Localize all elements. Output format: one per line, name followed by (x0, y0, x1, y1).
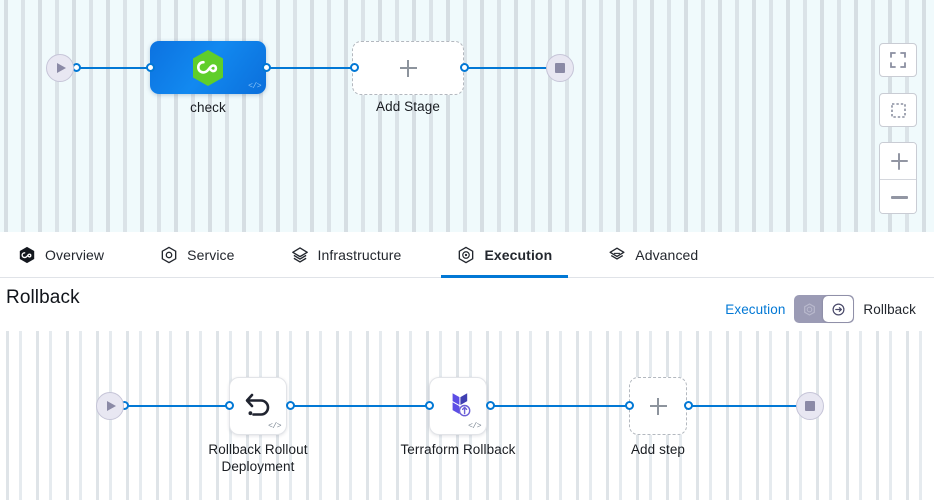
execution-hexagon-icon (459, 246, 474, 263)
rollback-undo-icon (245, 393, 270, 416)
fullscreen-button[interactable] (879, 43, 917, 77)
stage-node-check[interactable]: </> (150, 41, 266, 94)
port-step1-out[interactable] (286, 401, 295, 410)
port-check-in[interactable] (146, 63, 155, 72)
terraform-rollback-icon (452, 393, 471, 417)
selection-box-icon (890, 102, 906, 118)
zoom-out-icon (890, 196, 908, 199)
add-stage-button[interactable] (352, 41, 464, 95)
step-node-terraform-rollback[interactable]: </> (429, 377, 487, 435)
edge-addstep-to-end (686, 405, 806, 407)
zoom-in-button[interactable] (880, 143, 916, 179)
port-step2-in[interactable] (425, 401, 434, 410)
rollback-start-node[interactable] (96, 392, 124, 420)
stage-label-check: check (190, 100, 226, 115)
zoom-in-icon (890, 152, 908, 170)
step-label-rollback-rollout-deployment: Rollback Rollout Deployment (208, 442, 308, 474)
toggle-option-execution[interactable] (794, 295, 824, 323)
edge-terraform-to-addstep (488, 405, 633, 407)
tab-label: Service (187, 246, 235, 263)
tab-overview[interactable]: Overview (18, 232, 104, 277)
edge-start-to-check (72, 67, 156, 69)
service-hexagon-icon (161, 246, 177, 263)
tab-label: Execution (484, 246, 553, 263)
tab-service[interactable]: Service (160, 232, 234, 277)
port-step1-in[interactable] (225, 401, 234, 410)
port-step2-out[interactable] (486, 401, 495, 410)
toggle-option-rollback[interactable] (823, 296, 854, 322)
code-badge-icon: </> (468, 422, 481, 431)
toggle-execution-label[interactable]: Execution (725, 301, 786, 317)
port-addstep-out[interactable] (684, 401, 693, 410)
port-addstage-out[interactable] (460, 63, 469, 72)
port-check-out[interactable] (262, 63, 271, 72)
tab-label: Overview (45, 246, 105, 263)
fullscreen-icon (890, 52, 906, 68)
tab-infrastructure[interactable]: Infrastructure (291, 232, 402, 277)
layers-icon (291, 246, 308, 263)
selection-box-button[interactable] (879, 93, 917, 127)
edge-addstage-to-end (462, 67, 554, 69)
execution-rollback-toggle[interactable]: Execution Rollback (725, 295, 922, 323)
execution-hexagon-icon (804, 302, 815, 316)
play-icon (57, 63, 66, 73)
stage-tabs[interactable]: Overview Service Infrastructure Exe (0, 232, 934, 278)
tab-label: Infrastructure (317, 246, 402, 263)
rollback-arrow-icon (832, 303, 845, 315)
page-title: Rollback (6, 287, 80, 308)
harness-hexagon-icon (19, 246, 35, 263)
zoom-controls[interactable] (879, 142, 917, 214)
port-addstage-in[interactable] (350, 63, 359, 72)
advanced-layers-icon (609, 246, 625, 260)
add-stage-label: Add Stage (376, 99, 440, 114)
tab-advanced[interactable]: Advanced (608, 232, 698, 277)
add-step-label: Add step (630, 442, 686, 457)
tab-label: Advanced (635, 246, 699, 263)
code-badge-icon: </> (248, 82, 261, 91)
pipeline-end-node[interactable] (546, 54, 574, 82)
step-label-terraform-rollback: Terraform Rollback (400, 442, 516, 457)
edge-rollout-to-terraform (288, 405, 433, 407)
tab-execution[interactable]: Execution (441, 232, 569, 278)
plus-icon (399, 59, 417, 77)
harness-hexagon-icon (193, 49, 223, 86)
stage-canvas[interactable]: </> check Add Stage (0, 0, 934, 232)
stop-icon (555, 63, 565, 73)
rollback-canvas[interactable]: </> Rollback Rollout Deployment </> Terr… (0, 331, 934, 500)
step-node-rollback-rollout-deployment[interactable]: </> (229, 377, 287, 435)
edge-start-to-rollback-rollout (122, 405, 232, 407)
toggle-rollback-label: Rollback (863, 301, 916, 317)
stop-icon (805, 401, 815, 411)
zoom-out-button[interactable] (880, 179, 916, 213)
rollback-header: Rollback Execution Roll (0, 279, 934, 331)
pipeline-start-node[interactable] (46, 54, 74, 82)
toggle-switch[interactable] (794, 295, 855, 323)
add-step-button[interactable] (629, 377, 687, 435)
code-badge-icon: </> (268, 422, 281, 431)
play-icon (107, 401, 116, 411)
rollback-end-node[interactable] (796, 392, 824, 420)
edge-check-to-addstage (264, 67, 356, 69)
plus-icon (649, 397, 667, 415)
port-addstep-in[interactable] (625, 401, 634, 410)
